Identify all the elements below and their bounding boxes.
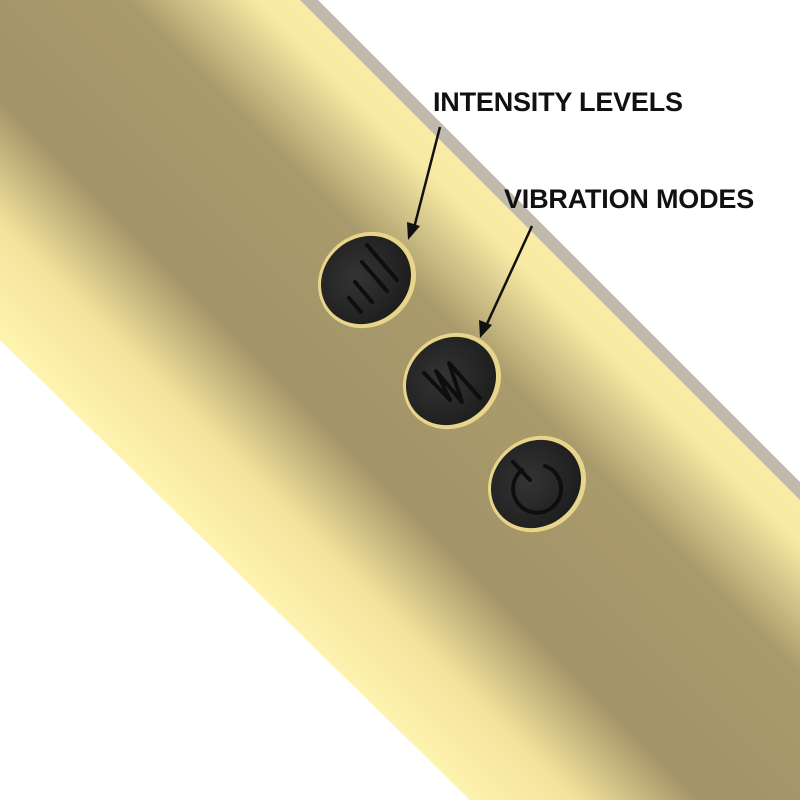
zigzag-wave-icon bbox=[422, 361, 482, 404]
intensity-levels-label: INTENSITY LEVELS bbox=[433, 87, 683, 117]
mode-button[interactable] bbox=[383, 313, 520, 449]
vibration-arrow bbox=[479, 225, 534, 338]
vibration-modes-label: VIBRATION MODES bbox=[504, 184, 755, 214]
power-icon bbox=[511, 460, 564, 515]
three-lines-icon bbox=[347, 243, 399, 314]
intensity-button[interactable] bbox=[298, 212, 435, 348]
power-button[interactable] bbox=[468, 416, 605, 552]
intensity-arrow bbox=[407, 126, 442, 240]
